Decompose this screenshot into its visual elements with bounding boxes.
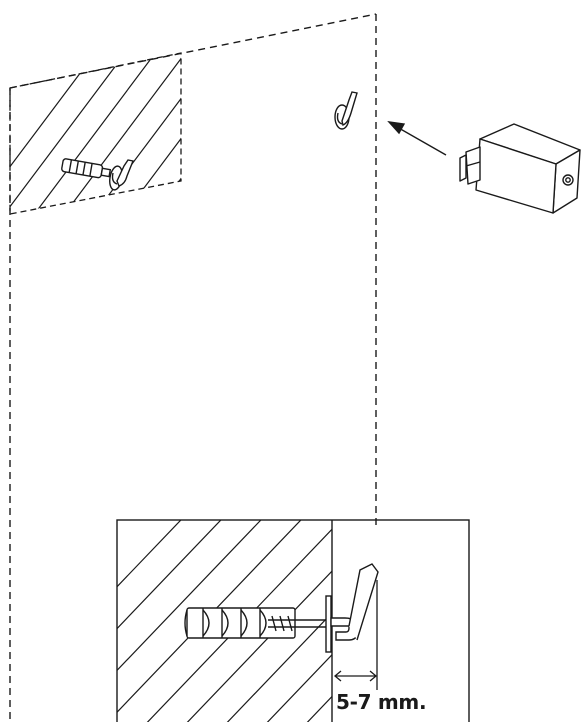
dimension-arrow-icon bbox=[333, 580, 378, 690]
wall-plug-anchor-icon bbox=[61, 158, 134, 191]
measurement-label: 5-7 mm. bbox=[336, 690, 427, 714]
hook-icon bbox=[334, 91, 358, 130]
device-box-icon bbox=[459, 123, 581, 214]
arrow-icon bbox=[387, 121, 447, 156]
wall-plug-detail-icon bbox=[184, 563, 379, 653]
